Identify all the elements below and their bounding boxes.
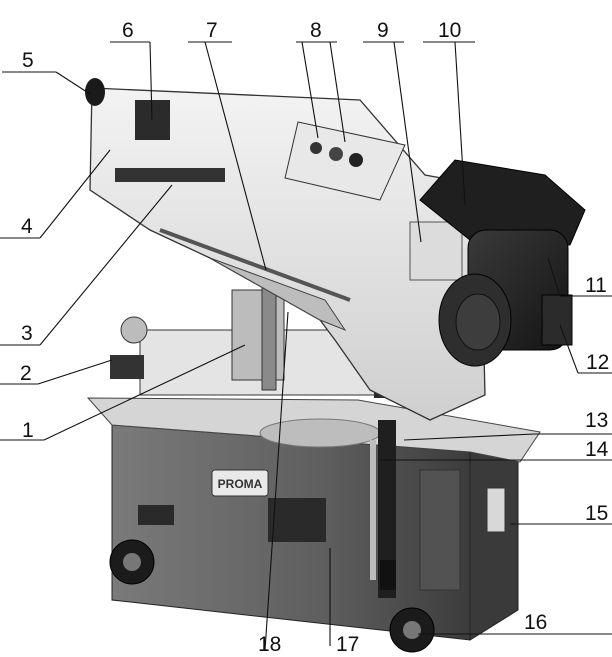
callout-number-1: 1: [22, 419, 34, 442]
gearbox: [409, 221, 463, 281]
vise-handwheel: [120, 316, 148, 344]
callout-number-18: 18: [258, 633, 282, 656]
callout-number-15: 15: [585, 502, 609, 525]
callout-number-7: 7: [206, 19, 218, 42]
callout-number-9: 9: [377, 19, 389, 42]
callout-number-2: 2: [20, 362, 32, 385]
saw-blade: [159, 228, 351, 302]
callout-number-13: 13: [585, 409, 609, 432]
chip-tray: [259, 418, 381, 448]
leader-lines: [0, 41, 612, 651]
callout-number-6: 6: [122, 19, 134, 42]
stock-stop: [110, 355, 144, 379]
knob-icon: [85, 78, 105, 106]
side-switch: [486, 487, 506, 533]
callout-number-14: 14: [585, 438, 609, 461]
label-plate: [268, 498, 326, 542]
wheel-icon: [109, 539, 155, 585]
callout-number-8: 8: [310, 19, 322, 42]
vise-assembly: [110, 271, 418, 398]
callout-number-3: 3: [21, 322, 33, 345]
motor-icon: [419, 159, 586, 367]
callout-number-10: 10: [438, 19, 462, 42]
switch-panel-icon: [284, 121, 406, 201]
callout-number-4: 4: [21, 215, 33, 238]
callout-number-5: 5: [22, 49, 34, 72]
cabinet-vent: [138, 505, 174, 525]
blade-guide-rail: [115, 168, 225, 182]
brand-plate: PROMA: [211, 469, 269, 497]
wheel-icon: [389, 607, 435, 653]
callout-number-17: 17: [336, 633, 360, 656]
callout-number-12: 12: [586, 351, 610, 374]
blade-tension-block: [135, 100, 170, 140]
callout-number-16: 16: [524, 611, 548, 634]
cabinet-door: [419, 469, 461, 591]
hydraulic-cylinder: [370, 420, 396, 598]
callout-number-11: 11: [585, 274, 607, 297]
brand-plate-text: PROMA: [218, 477, 263, 491]
base-cabinet: [111, 424, 519, 641]
motor-junction-box: [541, 294, 573, 346]
